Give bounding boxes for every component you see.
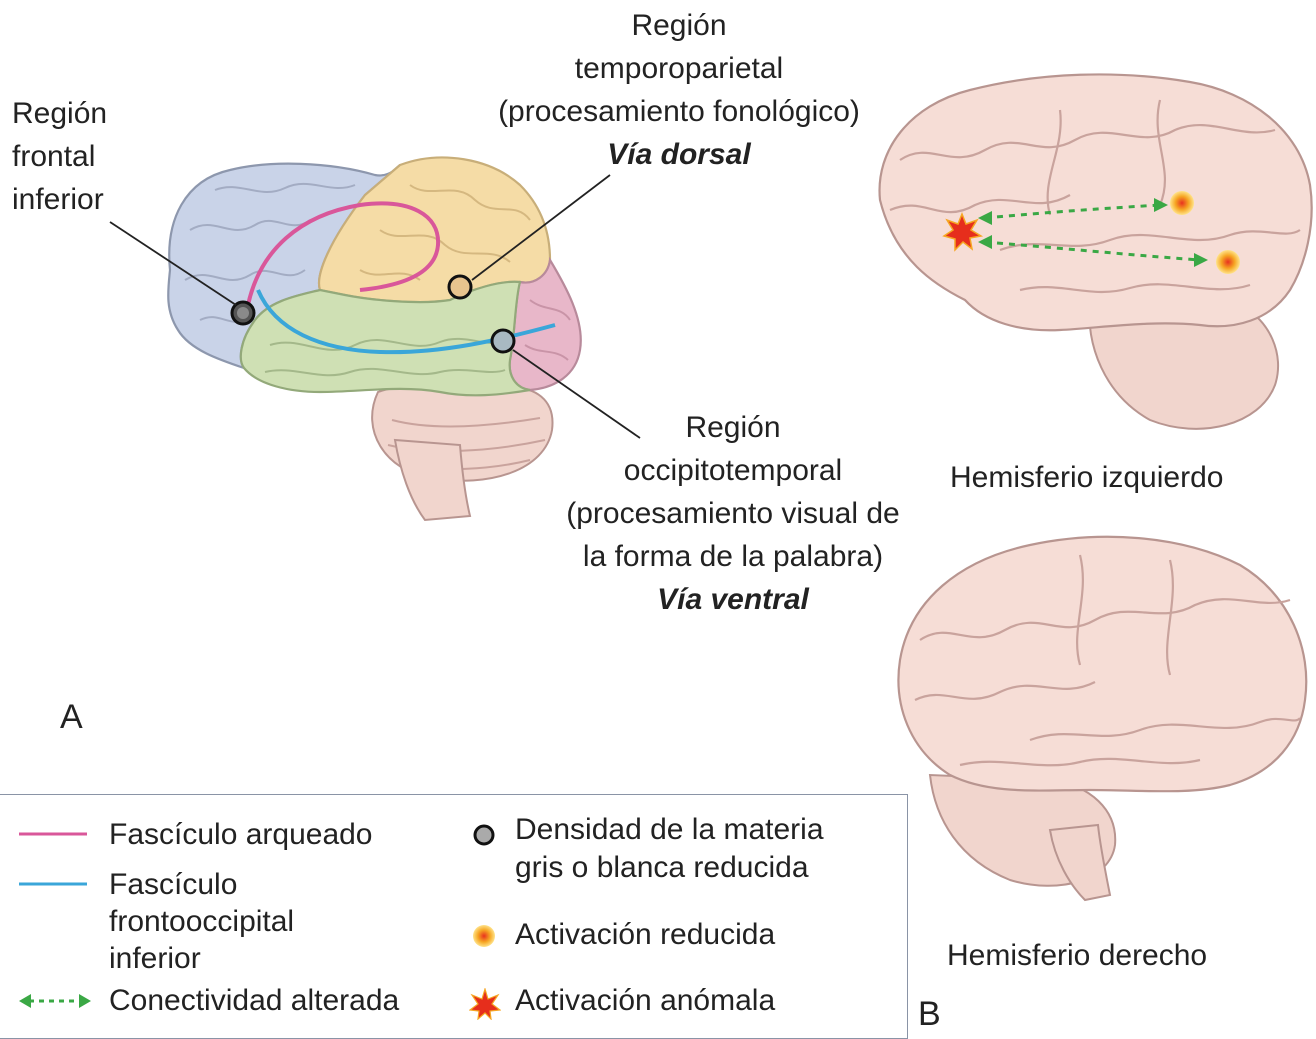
legend-arcuate-label: Fascículo arqueado — [109, 816, 373, 854]
label-ventral-pathway: Vía ventral — [525, 578, 941, 621]
label-frontal: Región frontal inferior — [12, 92, 107, 221]
left-hemisphere-brain — [880, 74, 1312, 428]
anomalous-activation-legend-star-icon — [469, 988, 501, 1020]
density-legend-circle-icon — [471, 822, 497, 848]
label-right-hemisphere: Hemisferio derecho — [947, 934, 1207, 977]
reduced-activation-dot-2 — [1216, 250, 1240, 274]
label-occipitotemporal-line4: la forma de la palabra) — [525, 535, 941, 578]
label-temporoparietal-line1: Región — [456, 4, 902, 47]
label-temporoparietal-line3: (procesamiento fonológico) — [456, 90, 902, 133]
label-temporoparietal: Región temporoparietal (procesamiento fo… — [456, 4, 902, 176]
label-frontal-line2: frontal — [12, 135, 107, 178]
legend-density-line1: Densidad de la materia — [515, 811, 824, 849]
label-frontal-line3: inferior — [12, 178, 107, 221]
label-occipitotemporal-line3: (procesamiento visual de — [525, 492, 941, 535]
arcuate-legend-line — [19, 831, 89, 837]
label-left-hemisphere: Hemisferio izquierdo — [950, 456, 1223, 499]
legend-ifof-line2: frontooccipital — [109, 903, 294, 941]
right-hemisphere-brain — [898, 537, 1306, 900]
label-frontal-line1: Región — [12, 92, 107, 135]
legend-connectivity-label: Conectividad alterada — [109, 982, 399, 1020]
connectivity-legend-arrow-icon — [19, 993, 91, 1009]
panel-a-letter: A — [60, 698, 83, 737]
legend-ifof-line1: Fascículo — [109, 866, 237, 904]
ifof-legend-line — [19, 881, 89, 887]
legend-ifof-line3: inferior — [109, 940, 201, 978]
label-occipitotemporal-line2: occipitotemporal — [525, 449, 941, 492]
legend-anomalous-activation-label: Activación anómala — [515, 982, 775, 1020]
label-occipitotemporal: Región occipitotemporal (procesamiento v… — [525, 406, 941, 621]
reduced-activation-dot-1 — [1170, 191, 1194, 215]
label-occipitotemporal-line1: Región — [525, 406, 941, 449]
legend-density-line2: gris o blanca reducida — [515, 849, 809, 887]
label-dorsal-pathway: Vía dorsal — [456, 133, 902, 176]
label-temporoparietal-line2: temporoparietal — [456, 47, 902, 90]
legend-reduced-activation-label: Activación reducida — [515, 916, 775, 954]
legend: Fascículo arqueado Fascículo frontooccip… — [0, 794, 908, 1039]
reduced-activation-legend-icon — [471, 923, 497, 949]
panel-b-letter: B — [918, 995, 941, 1034]
